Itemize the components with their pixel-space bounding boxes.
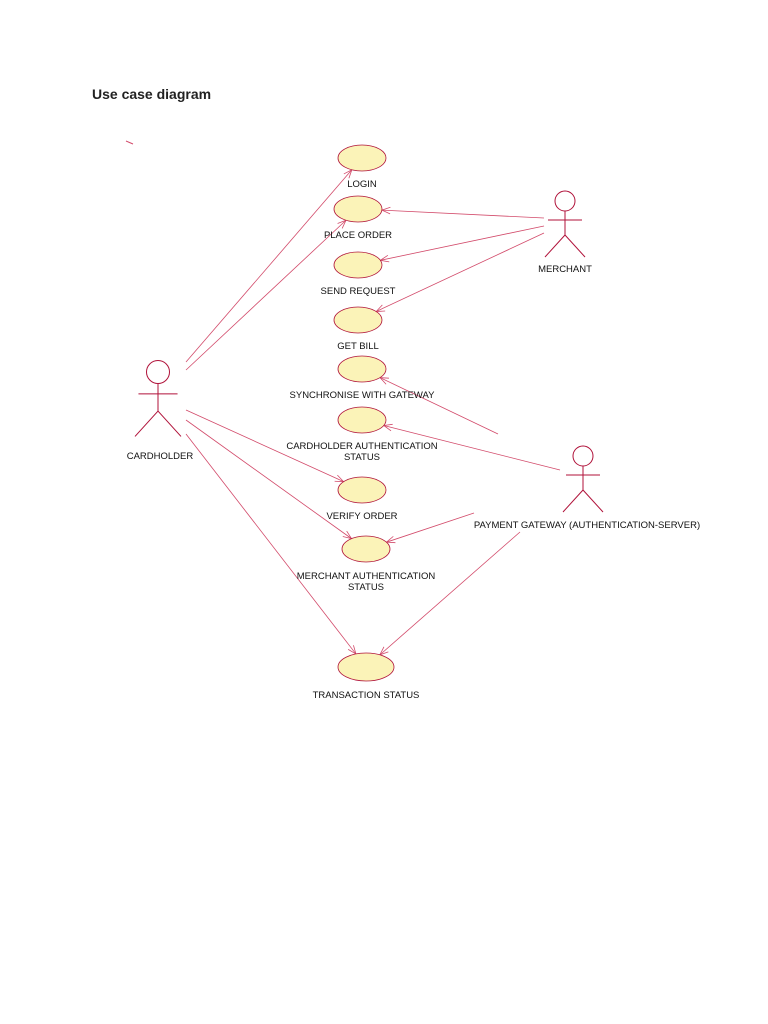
use-case-label: PLACE ORDER	[324, 230, 392, 241]
actor-gateway: PAYMENT GATEWAY (AUTHENTICATION-SERVER)	[474, 445, 700, 531]
use-case-transaction-status: TRANSACTION STATUS	[313, 652, 420, 701]
use-case-label: GET BILL	[337, 341, 379, 352]
associations-layer	[185, 168, 561, 656]
use-case-ellipse	[337, 652, 395, 682]
actors-layer: CARDHOLDER MERCHANT PAYMENT GATEWAY (AUTHE…	[127, 190, 700, 531]
use-case-login: LOGIN	[337, 144, 387, 190]
actor-label: PAYMENT GATEWAY (AUTHENTICATION-SERVER)	[474, 520, 700, 531]
association-cardholder-to-transaction-status	[185, 433, 357, 655]
use-case-label: STATUS	[344, 452, 380, 463]
use-case-sync-gateway: SYNCHRONISE WITH GATEWAY	[290, 355, 436, 401]
use-cases-layer: LOGIN PLACE ORDER SEND REQUEST GET BILL SYNC…	[286, 144, 438, 701]
actor-cardholder: CARDHOLDER	[127, 360, 194, 462]
use-case-verify-order: VERIFY ORDER	[326, 476, 398, 522]
use-case-label: SEND REQUEST	[321, 286, 396, 297]
use-case-label: STATUS	[348, 582, 384, 593]
page-title: Use case diagram	[92, 86, 212, 102]
association-merchant-to-get-bill	[375, 232, 545, 312]
association-cardholder-to-login	[185, 168, 353, 363]
use-case-ellipse	[337, 355, 387, 383]
use-case-ellipse	[337, 406, 387, 434]
use-case-label: TRANSACTION STATUS	[313, 690, 420, 701]
actor-icon	[134, 360, 182, 437]
association-merchant-to-place-order	[380, 206, 545, 219]
actor-label: CARDHOLDER	[127, 451, 194, 462]
use-case-label: SYNCHRONISE WITH GATEWAY	[290, 390, 436, 401]
association-gateway-to-merchant-auth	[385, 512, 475, 544]
use-case-send-request: SEND REQUEST	[321, 251, 396, 297]
use-case-ellipse	[333, 251, 383, 279]
use-case-label: LOGIN	[347, 179, 377, 190]
association-gateway-to-sync-gateway	[379, 377, 499, 435]
use-case-ellipse	[333, 195, 383, 223]
use-case-label: MERCHANT AUTHENTICATION	[297, 571, 436, 582]
use-case-ellipse	[337, 476, 387, 504]
actor-label: MERCHANT	[538, 264, 592, 275]
use-case-label: VERIFY ORDER	[326, 511, 397, 522]
association-merchant-to-send-request	[379, 225, 545, 263]
actor-icon	[562, 445, 604, 513]
stray-mark	[125, 140, 134, 145]
use-case-place-order: PLACE ORDER	[324, 195, 392, 241]
use-case-ellipse	[333, 306, 383, 334]
use-case-get-bill: GET BILL	[333, 306, 383, 352]
use-case-label: CARDHOLDER AUTHENTICATION	[286, 441, 437, 452]
association-gateway-to-transaction-status	[379, 531, 521, 656]
actor-icon	[544, 190, 586, 258]
actor-merchant: MERCHANT	[538, 190, 592, 275]
use-case-ellipse	[337, 144, 387, 172]
use-case-ellipse	[341, 535, 391, 563]
